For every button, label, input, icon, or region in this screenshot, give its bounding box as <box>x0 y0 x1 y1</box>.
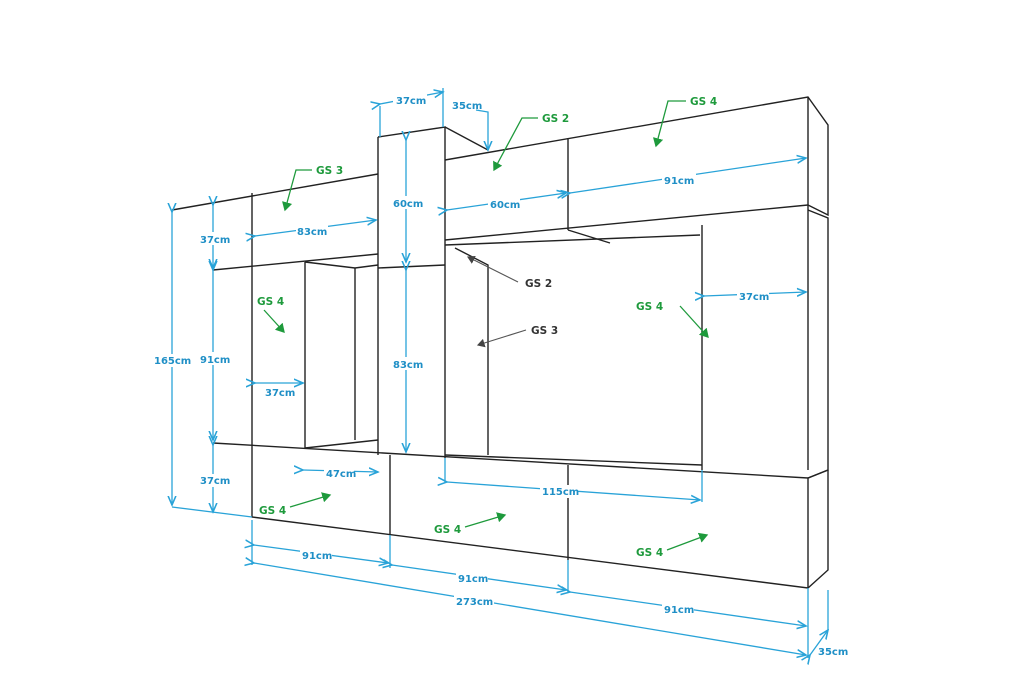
dim-top-mid-width: 60cm <box>490 200 520 211</box>
part-top-mid: GS 2 <box>542 113 569 125</box>
dim-top-right-width: 91cm <box>664 176 694 187</box>
part-inner-shelf: GS 2 <box>525 278 552 290</box>
dim-total-height: 165cm <box>154 356 191 367</box>
part-bottom-mid: GS 4 <box>434 524 461 536</box>
dim-left-shelf-depth: 37cm <box>265 388 295 399</box>
dimension-labels: 37cm 35cm 60cm 60cm 91cm 37cm 83cm 165cm… <box>154 93 848 658</box>
dim-left-top-width: 83cm <box>297 227 327 238</box>
dim-left-top-height: 37cm <box>200 235 230 246</box>
part-labels: GS 4 GS 2 GS 3 GS 4 GS 2 GS 3 GS 4 GS 4 … <box>257 96 717 559</box>
part-bottom-right: GS 4 <box>636 547 663 559</box>
dim-tower-bottom-height: 83cm <box>393 360 423 371</box>
part-top-left: GS 3 <box>316 165 343 177</box>
dim-total-width: 273cm <box>456 597 493 608</box>
part-top-right: GS 4 <box>690 96 717 108</box>
part-bottom-left: GS 4 <box>259 505 286 517</box>
dim-bottom-width-3: 91cm <box>664 605 694 616</box>
dim-top-depth-step: 35cm <box>452 101 482 112</box>
dim-tv-opening-width: 115cm <box>542 487 579 498</box>
part-mid-left: GS 4 <box>257 296 284 308</box>
dim-total-depth: 35cm <box>818 647 848 658</box>
dim-open-shelf-width: 47cm <box>326 469 356 480</box>
cabinet-outlines <box>171 96 829 589</box>
dim-tower-top-height: 60cm <box>393 199 423 210</box>
part-mid-right: GS 4 <box>636 301 663 313</box>
dim-left-mid-height: 91cm <box>200 355 230 366</box>
part-back-panel: GS 3 <box>531 325 558 337</box>
dim-left-bottom-height: 37cm <box>200 476 230 487</box>
dim-top-depth-tower: 37cm <box>396 96 426 107</box>
dim-bottom-width-1: 91cm <box>302 551 332 562</box>
dimension-lines <box>172 88 828 658</box>
dim-right-shelf-width: 37cm <box>739 292 769 303</box>
part-leaders <box>263 100 709 551</box>
dim-bottom-width-2: 91cm <box>458 574 488 585</box>
